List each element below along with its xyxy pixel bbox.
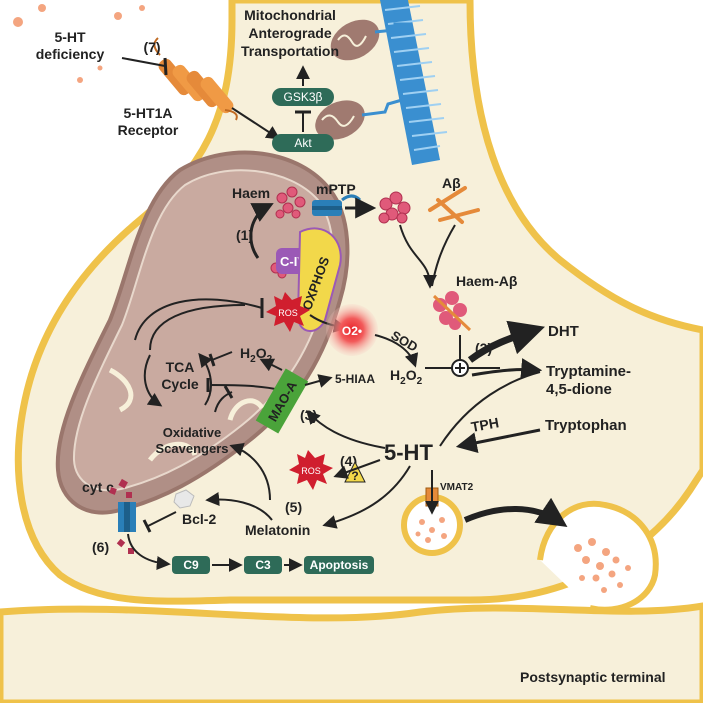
tca-cycle-arrows [143, 352, 213, 407]
o2-radical-glow [326, 304, 378, 356]
cytc-label: cyt c [82, 479, 114, 495]
haem-abeta-complex [432, 291, 472, 332]
c3-pill [244, 556, 282, 574]
apoptosis-label: Apoptosis [310, 558, 369, 572]
c3-label: C3 [255, 558, 271, 572]
tryptophan-label: Tryptophan [545, 417, 627, 434]
question-label: ? [351, 469, 358, 483]
c9-label: C9 [183, 558, 199, 572]
gsk3b-label: GSK3β [284, 90, 323, 104]
step7-label: (7) [143, 39, 160, 55]
abeta-label: Aβ [442, 175, 461, 191]
cytc-molecules [109, 478, 134, 554]
ros-low-label: ROS [301, 466, 321, 476]
akt-pill [272, 134, 334, 152]
gsk3b-pill [272, 88, 334, 106]
mptp-label: mPTP [316, 181, 356, 197]
postsynaptic-label: Postsynaptic terminal [520, 669, 666, 685]
question-triangle [344, 460, 366, 483]
haem-aggregate [378, 191, 411, 224]
bcl2-label: Bcl-2 [182, 511, 216, 527]
cytc-channel [118, 502, 136, 532]
tryptamine-label: Tryptamine-4,5-dione [546, 363, 631, 398]
five-ht-label: 5-HT [384, 440, 433, 465]
step3-label: (3) [300, 407, 317, 423]
ros-burst-top [266, 292, 310, 332]
step1-label: (1) [236, 227, 253, 243]
tph-label: TPH [470, 414, 500, 435]
haem-abeta-label: Haem-Aβ [456, 273, 518, 289]
mitochondrion [55, 150, 350, 515]
ros-burst-low [289, 450, 333, 490]
h2o2-out-label: H2O2 [390, 367, 423, 387]
o2-label: O2• [342, 324, 362, 338]
microtubule [380, 0, 448, 165]
ros-top-label: ROS [278, 308, 298, 318]
dht-label: DHT [548, 323, 579, 340]
hiaa-label: 5-HIAA [335, 372, 375, 386]
step5-label: (5) [285, 499, 302, 515]
step6-label: (6) [92, 539, 109, 555]
apoptosis-pill [304, 556, 374, 574]
c9-pill [172, 556, 210, 574]
serotonin-dots-extracellular [13, 4, 145, 83]
step4-label: (4) [340, 453, 357, 469]
released-serotonin-dots [574, 538, 631, 593]
haem-label: Haem [232, 185, 270, 201]
vmat2-label: VMAT2 [440, 482, 474, 493]
oxphos-complex: OXPHOS [296, 227, 342, 332]
abeta-fibrils [428, 186, 480, 224]
transported-mitochondrion-top [330, 19, 410, 61]
transported-mitochondrion-bottom [315, 98, 403, 140]
melatonin-label: Melatonin [245, 522, 310, 538]
postsynaptic-terminal [0, 602, 703, 707]
akt-label: Akt [294, 136, 312, 150]
vesicle-serotonin-dots [415, 517, 447, 543]
bcl2-shape [173, 489, 195, 509]
